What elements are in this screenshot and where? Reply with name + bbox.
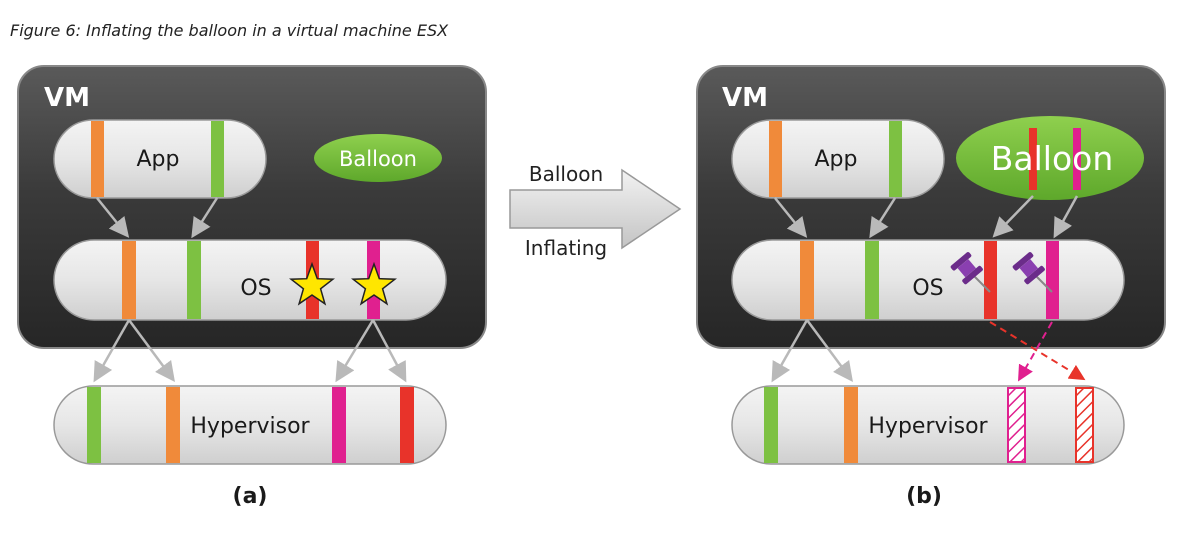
hyp-red-page-a bbox=[400, 387, 414, 463]
hyp-red-freed-page-b bbox=[1075, 387, 1094, 463]
dashed-arrow-red-b bbox=[989, 321, 1086, 381]
transition-arrow: Balloon Inflating bbox=[509, 162, 682, 260]
os-pill-a bbox=[53, 239, 447, 321]
os-label-b: OS bbox=[912, 276, 943, 301]
arrow-app-os-1-b bbox=[774, 197, 808, 238]
vm-title-a: VM bbox=[44, 83, 90, 113]
os-orange-page-a bbox=[122, 241, 136, 319]
arrow-app-os-2-a bbox=[191, 197, 219, 239]
sub-label-a: (a) bbox=[233, 484, 268, 509]
arrow-balloon-os-2-b bbox=[1053, 195, 1079, 239]
arrow-app-os-1-a bbox=[96, 197, 130, 238]
app-label-a: App bbox=[137, 147, 180, 172]
hypervisor-pill-a bbox=[53, 385, 447, 465]
os-green-page-a bbox=[187, 241, 201, 319]
hyp-green-page-b bbox=[764, 387, 778, 463]
pushpin-icon bbox=[950, 252, 991, 293]
transition-top-text: Balloon bbox=[529, 162, 603, 186]
balloon-red-page-b bbox=[1029, 128, 1037, 190]
figure-caption: Figure 6: Inflating the balloon in a vir… bbox=[10, 21, 449, 40]
hyp-magenta-freed-page-b bbox=[1007, 387, 1026, 463]
balloon-magenta-page-b bbox=[1073, 128, 1081, 190]
hyp-green-page-a bbox=[87, 387, 101, 463]
os-label-a: OS bbox=[240, 276, 271, 301]
balloon-label-a: Balloon bbox=[339, 147, 417, 171]
arrow-os-hyp-3-a bbox=[335, 319, 375, 383]
os-orange-page-b bbox=[800, 241, 814, 319]
panel-a: VM App Balloon OS Hypervisor bbox=[17, 65, 487, 509]
app-label-b: App bbox=[815, 147, 858, 172]
app-green-page-a bbox=[211, 121, 224, 197]
hyp-orange-page-a bbox=[166, 387, 180, 463]
pushpin-icon bbox=[1012, 252, 1053, 293]
vm-title-b: VM bbox=[722, 83, 768, 113]
hypervisor-label-b: Hypervisor bbox=[868, 414, 988, 439]
transition-bottom-text: Inflating bbox=[525, 236, 607, 260]
balloon-label-b: Balloon bbox=[991, 139, 1114, 178]
arrow-os-hyp-4-a bbox=[371, 319, 407, 383]
arrow-os-hyp-2-b bbox=[805, 319, 853, 383]
hypervisor-label-a: Hypervisor bbox=[190, 414, 310, 439]
star-icon bbox=[289, 261, 335, 306]
hyp-orange-page-b bbox=[844, 387, 858, 463]
star-icon bbox=[351, 261, 397, 306]
big-arrow-icon bbox=[509, 168, 682, 250]
os-red-page-b bbox=[984, 241, 997, 319]
balloon-small-a bbox=[314, 134, 442, 182]
arrow-os-hyp-1-a bbox=[93, 319, 131, 383]
arrow-os-hyp-1-b bbox=[771, 319, 809, 383]
app-green-page-b bbox=[889, 121, 902, 197]
arrow-os-hyp-2-a bbox=[127, 319, 175, 383]
app-orange-page-b bbox=[769, 121, 782, 197]
app-orange-page-a bbox=[91, 121, 104, 197]
panel-b: VM App Balloon OS bbox=[696, 65, 1166, 509]
hyp-magenta-page-a bbox=[332, 387, 346, 463]
os-magenta-page-b bbox=[1046, 241, 1059, 319]
arrow-app-os-2-b bbox=[869, 197, 897, 239]
sub-label-b: (b) bbox=[906, 484, 942, 509]
balloon-large-b bbox=[956, 116, 1144, 200]
dashed-arrow-magenta-b bbox=[1018, 321, 1053, 382]
arrow-balloon-os-1-b bbox=[992, 195, 1034, 238]
os-green-page-b bbox=[865, 241, 879, 319]
